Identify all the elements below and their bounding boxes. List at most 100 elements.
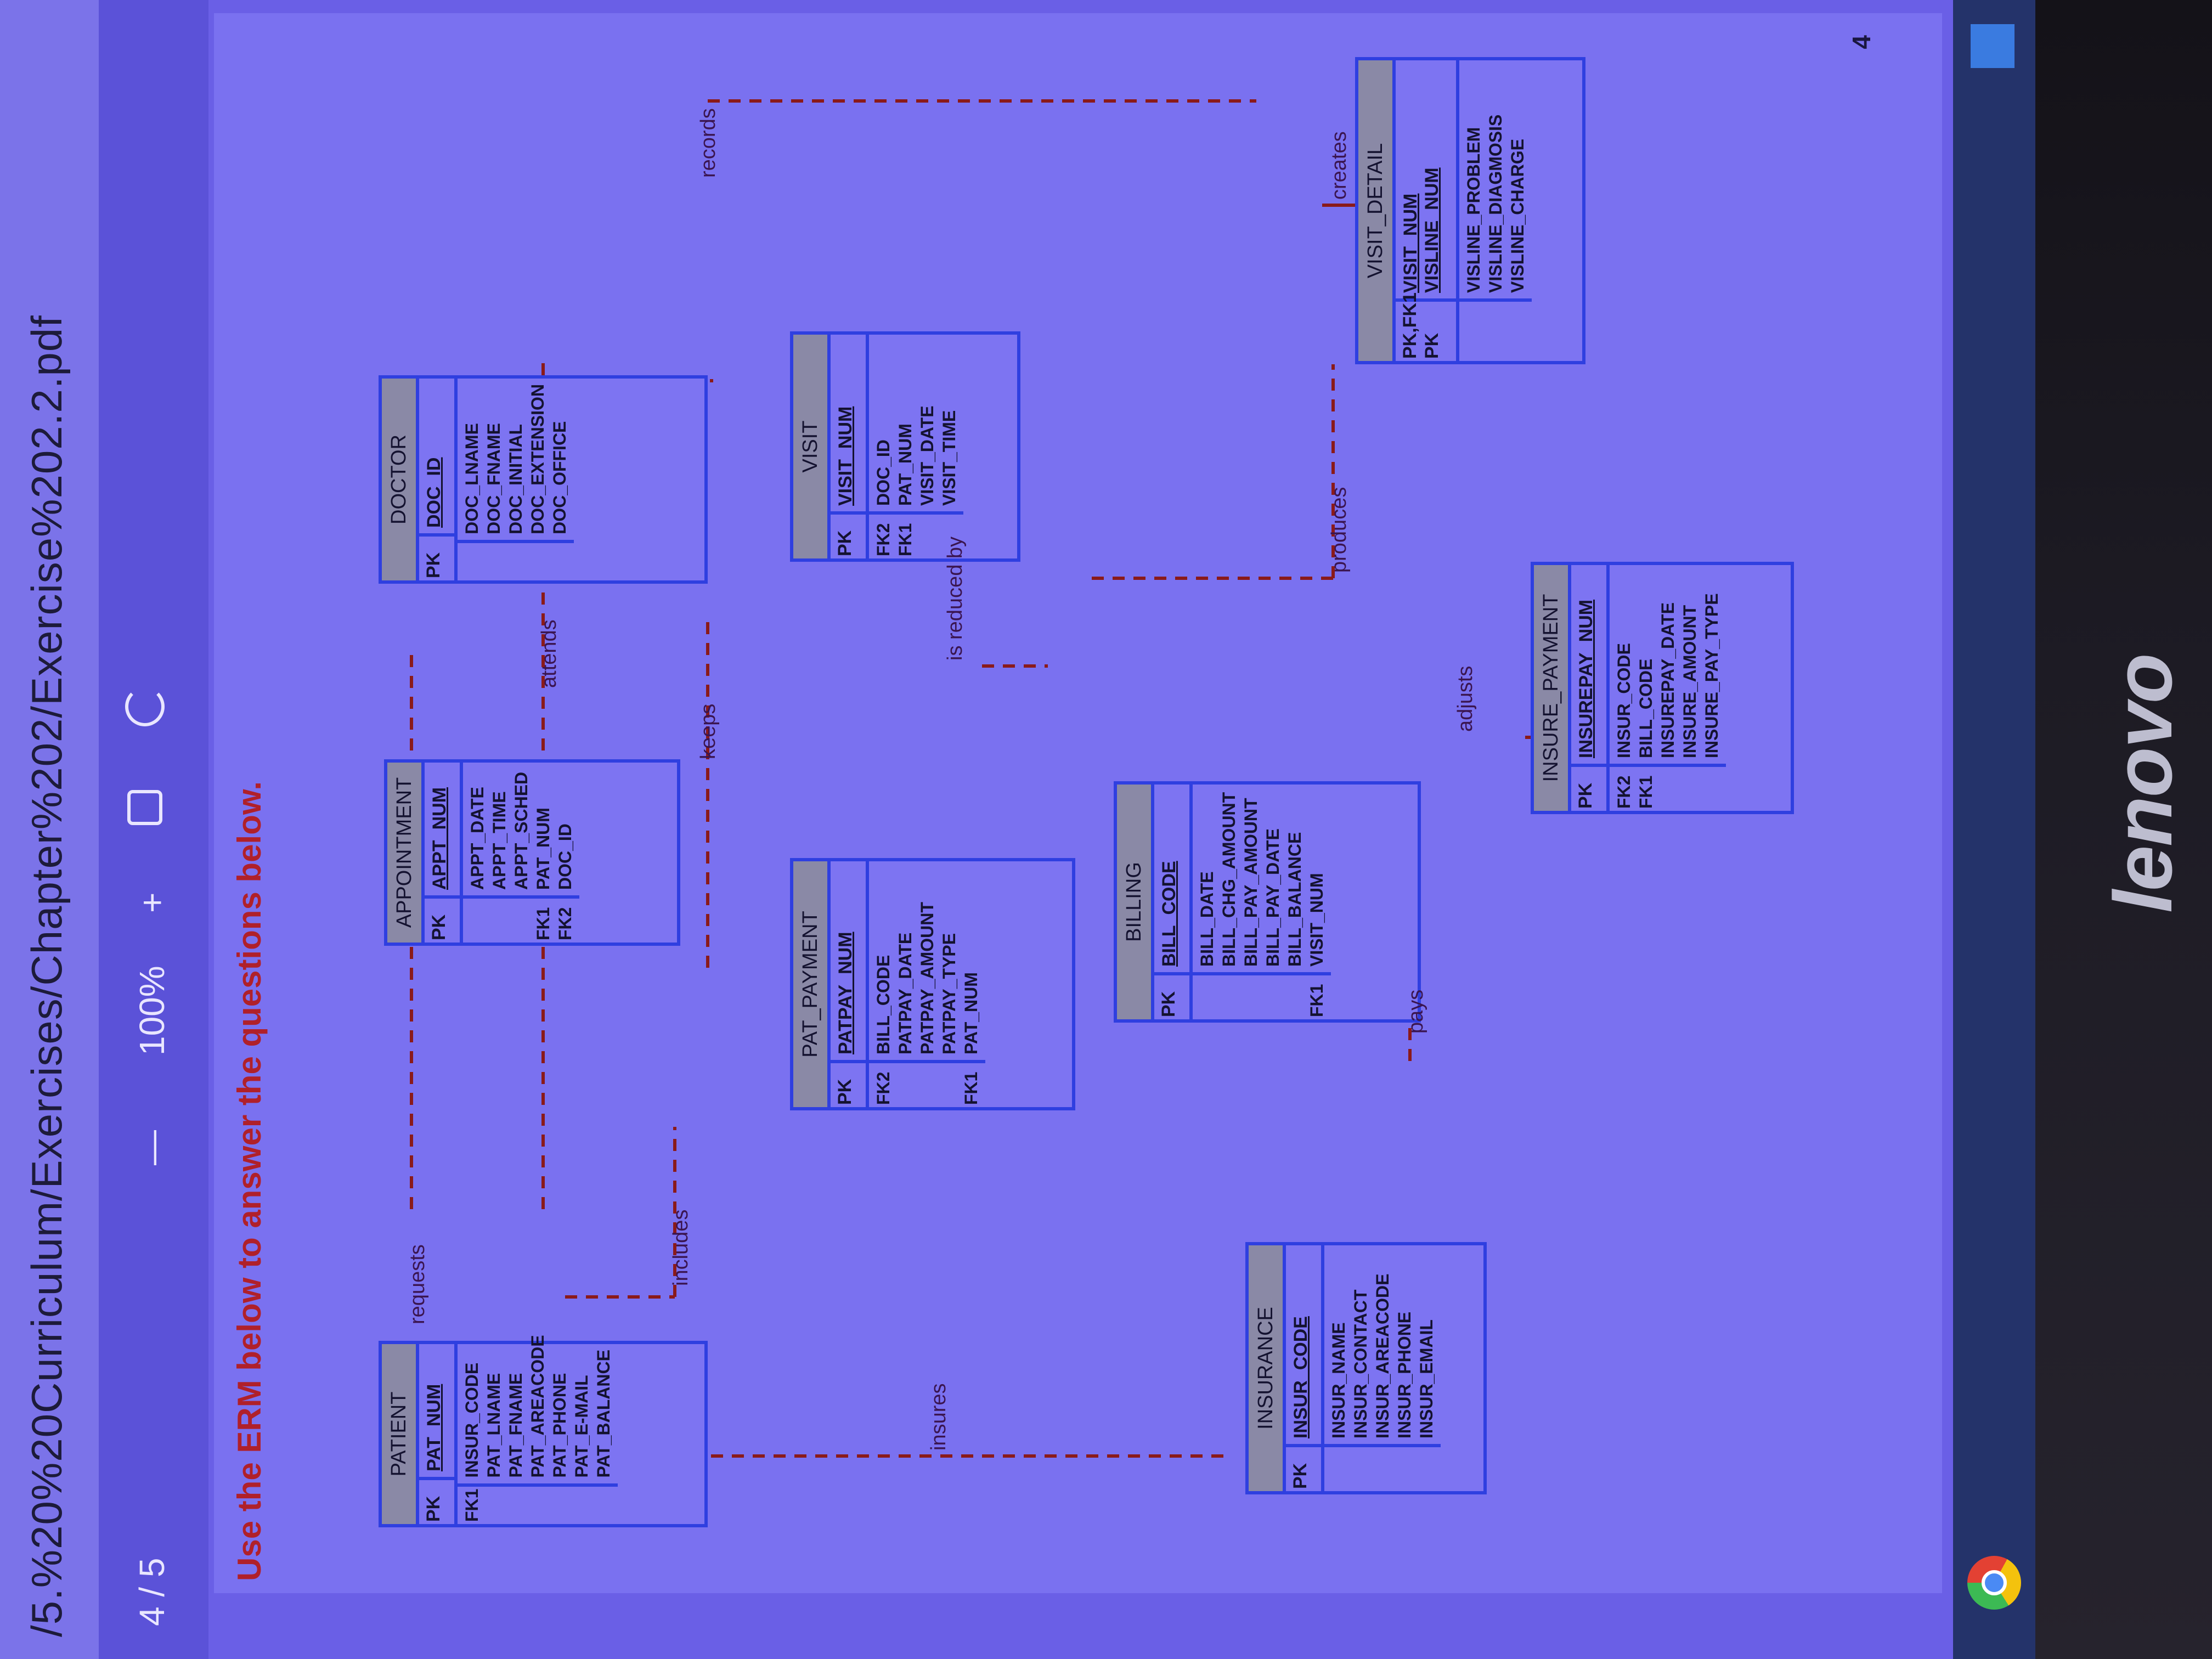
attribute: PAT_BALANCE (594, 1350, 613, 1478)
chrome-icon[interactable] (1967, 1556, 2021, 1610)
attribute: BILL_CODE (1636, 658, 1656, 758)
pk-attribute: BILL_CODE (1159, 861, 1180, 967)
key-label (510, 901, 532, 940)
pk-label: PK (1286, 1444, 1321, 1491)
rel-creates: creates (1328, 131, 1351, 200)
start-icon[interactable] (1971, 24, 2015, 68)
entity-billing: BILLING PK BILL_CODE FK1 BILL_DATE BILL_C… (1114, 781, 1421, 1023)
zoom-out-button[interactable]: — (132, 1130, 172, 1165)
attribute: VISLINE_CHARGE (1508, 139, 1527, 293)
taskbar (1953, 0, 2035, 1659)
attribute: BILL_PAY_AMOUNT (1241, 798, 1261, 967)
attribute: INSUR_NAME (1329, 1322, 1348, 1438)
attribute: PATPAY_AMOUNT (917, 902, 937, 1054)
pk-attribute: INSUREPAY_NUM (1576, 599, 1596, 758)
attribute: INSUR_EMAIL (1417, 1319, 1436, 1438)
attribute: BILL_BALANCE (1285, 832, 1305, 967)
key-label (488, 901, 510, 940)
key-label: FK2 (555, 907, 575, 940)
pk-label: PK (1154, 972, 1189, 1019)
rel-attends: attends (538, 619, 561, 688)
attribute: DOC_INITIAL (506, 424, 526, 534)
rel-keeps: keeps (697, 703, 720, 759)
attribute: PAT_E-MAIL (572, 1375, 591, 1478)
attribute: BILL_CHG_AMOUNT (1219, 792, 1239, 967)
attribute: PAT_AREACODE (528, 1335, 548, 1478)
url-bar[interactable]: /5.%20%20Curriculum/Exercises/Chapter%20… (0, 0, 99, 1659)
rel-is-reduced-by: is reduced by (944, 536, 967, 661)
key-label (466, 901, 488, 940)
rel-produces: produces (1328, 487, 1351, 573)
key-label (1218, 978, 1240, 1017)
rel-adjusts: adjusts (1454, 665, 1477, 732)
attribute: INSUR_CODE (1614, 643, 1634, 758)
entity-title: INSURE_PAYMENT (1534, 565, 1571, 811)
rel-insures: insures (927, 1383, 950, 1451)
attribute: DOC_ID (873, 439, 893, 506)
page-number: 4 (1847, 35, 1876, 49)
attribute: APPT_DATE (467, 787, 487, 890)
attribute: PAT_NUM (533, 808, 553, 890)
entity-title: PATIENT (382, 1344, 419, 1524)
pk-attribute: VISIT_NUM (835, 406, 856, 506)
entity-title: DOCTOR (382, 379, 419, 580)
pk-attribute: INSUR_CODE (1290, 1316, 1311, 1438)
attribute: INSUREPAY_DATE (1658, 602, 1678, 758)
key-label: FK1 (1307, 984, 1327, 1017)
attribute: PATPAY_TYPE (939, 933, 959, 1054)
key-label (1240, 978, 1262, 1017)
key-label (1262, 978, 1284, 1017)
key-label (1284, 978, 1306, 1017)
attribute: BILL_PAY_DATE (1263, 828, 1283, 967)
rotate-icon[interactable] (125, 687, 165, 726)
pk-attribute: PAT_NUM (424, 1384, 444, 1471)
pk-label: PK (419, 533, 454, 580)
attribute: VISLINE_PROBLEM (1464, 127, 1483, 293)
monitor-brand: lenovo (2097, 654, 2189, 913)
key-label: FK1 (1636, 775, 1656, 809)
attribute: DOC_ID (555, 823, 575, 890)
attribute: DOC_OFFICE (550, 421, 569, 534)
pk-label: PK (1571, 764, 1606, 811)
attribute: DOC_LNAME (462, 423, 482, 534)
attribute: INSUR_CODE (462, 1362, 482, 1478)
pk-attribute: DOC_ID (424, 457, 444, 528)
rel-pays: pays (1404, 989, 1427, 1034)
entity-visit-detail: VISIT_DETAIL PK,FK1 PK VISIT_NUM VISLINE… (1355, 57, 1585, 364)
attribute: INSUR_PHONE (1395, 1311, 1414, 1438)
page-indicator[interactable]: 4 / 5 (132, 1558, 172, 1626)
entity-title: PAT_PAYMENT (793, 861, 831, 1107)
pk-label: PK (1421, 332, 1442, 359)
key-label: FK1 (895, 523, 915, 556)
pdf-toolbar: 4 / 5 — 100% + (99, 0, 208, 1659)
fit-page-icon[interactable] (127, 790, 162, 825)
pk-label: PK (831, 511, 866, 558)
entity-title: BILLING (1117, 785, 1154, 1019)
key-label (916, 1065, 938, 1105)
rel-includes: includes (669, 1209, 692, 1286)
attribute: BILL_DATE (1197, 871, 1217, 967)
key-label (1196, 978, 1218, 1017)
entity-title: APPOINTMENT (387, 763, 425, 943)
attribute: VISIT_NUM (1307, 873, 1327, 967)
attribute: DOC_FNAME (484, 423, 504, 534)
entity-patient: PATIENT PK PAT_NUM FK1 INSUR_CODE PAT_LNA… (379, 1335, 708, 1527)
pk-attribute: VISIT_NUM (1400, 193, 1421, 293)
attribute: PATPAY_DATE (895, 932, 915, 1054)
attribute: PAT_LNAME (484, 1373, 504, 1478)
attribute: INSURE_PAY_TYPE (1702, 593, 1722, 758)
pk-label: PK (425, 895, 460, 943)
zoom-in-button[interactable]: + (132, 892, 172, 913)
attribute: PAT_PHONE (550, 1373, 569, 1478)
attribute: INSURE_AMOUNT (1680, 605, 1700, 758)
pk-label: PK (419, 1477, 454, 1524)
fk-label: FK1 (462, 1488, 482, 1522)
attribute: DOC_EXTENSION (528, 384, 548, 534)
attribute: PAT_NUM (895, 424, 915, 506)
attribute: VISLINE_DIAGMOSIS (1486, 114, 1505, 293)
rel-requests: requests (406, 1244, 429, 1324)
entity-title: VISIT (793, 335, 831, 558)
